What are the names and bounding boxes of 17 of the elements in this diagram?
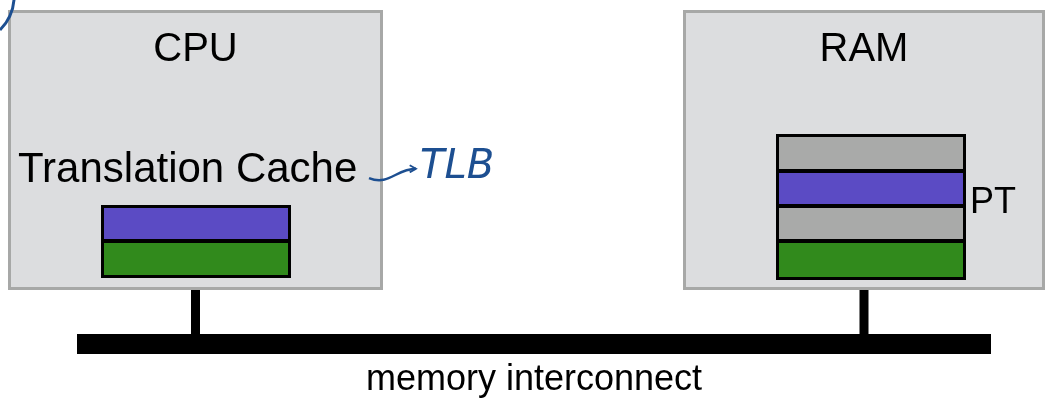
bus-bar bbox=[77, 334, 991, 354]
table-row-bar bbox=[776, 205, 966, 242]
bus-connector bbox=[859, 290, 869, 334]
table-row-bar bbox=[101, 240, 291, 278]
node-title: RAM bbox=[819, 27, 909, 71]
table-row-bar bbox=[776, 240, 966, 280]
table-row-bar bbox=[101, 205, 291, 242]
table-row-bar bbox=[776, 170, 966, 207]
arrow bbox=[368, 164, 417, 182]
handwritten-note: TLB bbox=[420, 144, 495, 184]
table-row-bar bbox=[776, 134, 966, 172]
bus-label: memory interconnect bbox=[365, 360, 703, 396]
component-box bbox=[8, 10, 383, 290]
node-title: Translation Cache bbox=[18, 147, 358, 189]
stack-label: PT bbox=[970, 183, 1016, 219]
bus-connector bbox=[191, 290, 200, 334]
component-box bbox=[683, 10, 1045, 290]
